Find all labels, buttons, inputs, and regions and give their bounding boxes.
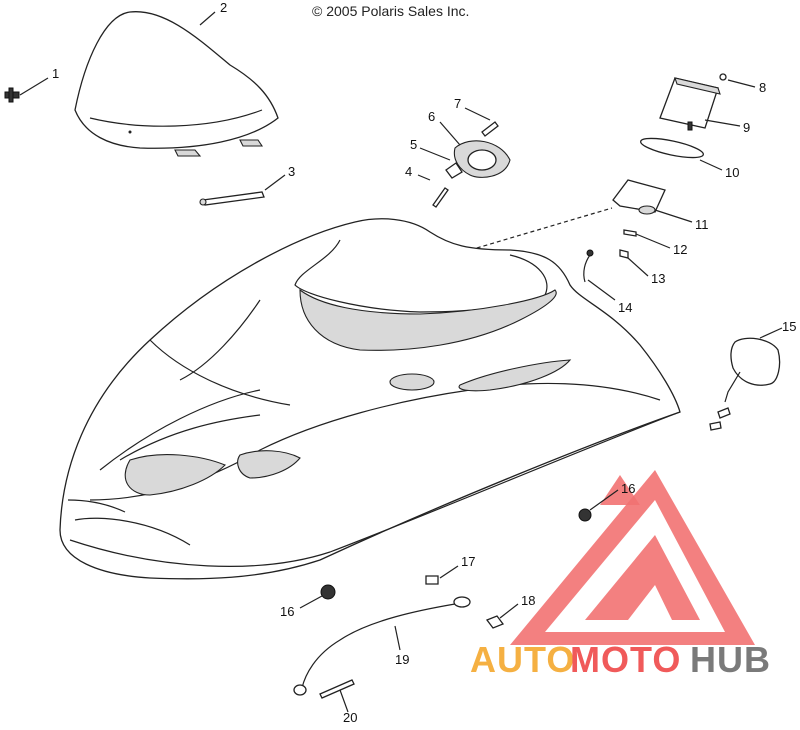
callout-14: 14 (618, 300, 632, 315)
copyright-text: © 2005 Polaris Sales Inc. (312, 3, 470, 19)
wire-part-14 (583, 249, 594, 283)
callout-17: 17 (461, 554, 475, 569)
watermark-auto: AUTO (470, 639, 575, 680)
callout-1: 1 (52, 66, 59, 81)
callout-labels: 1 2 3 4 5 6 7 8 9 10 11 12 13 14 15 16 1… (52, 0, 796, 725)
callout-2: 2 (220, 0, 227, 15)
callout-19: 19 (395, 652, 409, 667)
grommet-part-16 (320, 508, 592, 600)
watermark-moto: MOTO (570, 639, 681, 680)
callout-4: 4 (405, 164, 412, 179)
tether-cable-19 (293, 596, 471, 696)
windshield-part (74, 11, 279, 157)
gauge-housing-parts (612, 73, 727, 259)
callout-18: 18 (521, 593, 535, 608)
bolt-part-3 (199, 191, 265, 206)
callout-8: 8 (759, 80, 766, 95)
callout-leaders (19, 11, 783, 713)
bolt-nut-parts (425, 575, 505, 629)
bolt-part-20 (319, 679, 355, 699)
screw-part-1 (4, 87, 20, 103)
watermark-text: AUTO MOTO HUB (470, 639, 771, 680)
gauge-mount-parts (432, 121, 511, 208)
callout-13: 13 (651, 271, 665, 286)
callout-20: 20 (343, 710, 357, 725)
callout-16a: 16 (621, 481, 635, 496)
watermark-logo (510, 470, 755, 645)
hood-body (59, 218, 681, 580)
callout-10: 10 (725, 165, 739, 180)
watermark-hub: HUB (690, 639, 771, 680)
leader-line (469, 207, 613, 251)
mirror-part-15 (709, 337, 781, 431)
callout-9: 9 (743, 120, 750, 135)
callout-5: 5 (410, 137, 417, 152)
callout-6: 6 (428, 109, 435, 124)
callout-15: 15 (782, 319, 796, 334)
callout-11: 11 (695, 217, 709, 232)
callout-16b: 16 (280, 604, 294, 619)
callout-3: 3 (288, 164, 295, 179)
callout-7: 7 (454, 96, 461, 111)
callout-12: 12 (673, 242, 687, 257)
